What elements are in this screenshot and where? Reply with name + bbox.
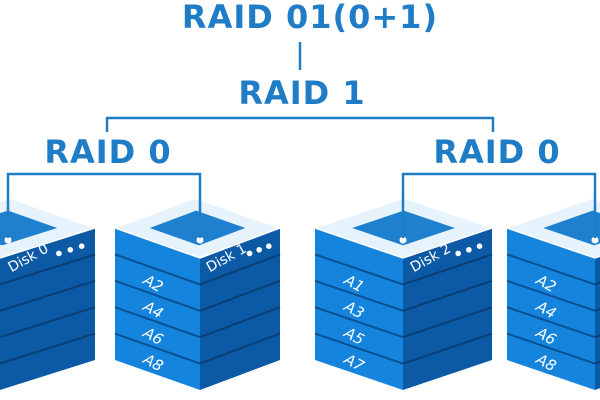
disk-side-face (0, 228, 95, 390)
raid1-label: RAID 1 (238, 74, 365, 112)
status-led (256, 247, 263, 253)
layer-divider (199, 253, 281, 286)
raid0-label-left: RAID 0 (44, 133, 171, 171)
status-led (78, 243, 85, 249)
layer-divider (0, 279, 96, 312)
layer-divider (314, 332, 404, 365)
raid01-title: RAID 01(0+1) (182, 0, 438, 36)
status-led (246, 250, 253, 257)
status-led (56, 250, 62, 257)
disk-side-face (595, 256, 600, 390)
raid0-label-right: RAID 0 (433, 133, 560, 171)
layer-divider (402, 253, 493, 286)
layer-divider (199, 306, 281, 339)
disk-front-face (115, 228, 200, 390)
mirror-bracket (105, 116, 495, 132)
layer-divider (402, 332, 493, 365)
layer-divider (402, 279, 493, 312)
disk-side-face (403, 228, 492, 390)
disk-front-face (315, 228, 403, 390)
layer-divider (0, 306, 96, 339)
disk-front-face (507, 228, 595, 390)
layer-divider (506, 253, 596, 286)
disk-stack-0: Disk 0 (0, 197, 98, 390)
layer-divider (199, 279, 281, 312)
layer-divider (114, 332, 201, 365)
layer-divider (0, 332, 96, 365)
connector-endpoint (4, 236, 12, 244)
stripe-bracket-right (401, 172, 597, 238)
stripe-bracket-left (6, 172, 202, 238)
status-led (455, 250, 461, 257)
layer-divider (199, 332, 281, 365)
connector-endpoint (196, 236, 204, 244)
connector-endpoint (591, 236, 599, 244)
layer-divider (506, 332, 596, 365)
layer-divider (314, 279, 404, 312)
status-led (67, 247, 74, 253)
disk-top-panel (543, 210, 600, 246)
layer-divider (506, 279, 596, 312)
layer-divider (114, 279, 201, 312)
layer-divider (0, 253, 96, 286)
layer-divider (114, 306, 201, 339)
layer-divider (314, 306, 404, 339)
status-led (476, 243, 483, 249)
disk-top-panel (0, 210, 58, 246)
connector-lines (6, 42, 597, 238)
layer-divider (506, 306, 596, 339)
connector-endpoint (399, 236, 407, 244)
disk-top-panel (149, 210, 246, 246)
status-led (466, 247, 472, 253)
status-led (266, 243, 272, 249)
layer-divider (402, 306, 493, 339)
layer-divider (314, 253, 404, 286)
layer-divider (114, 253, 201, 286)
disk-side-face (200, 228, 280, 390)
